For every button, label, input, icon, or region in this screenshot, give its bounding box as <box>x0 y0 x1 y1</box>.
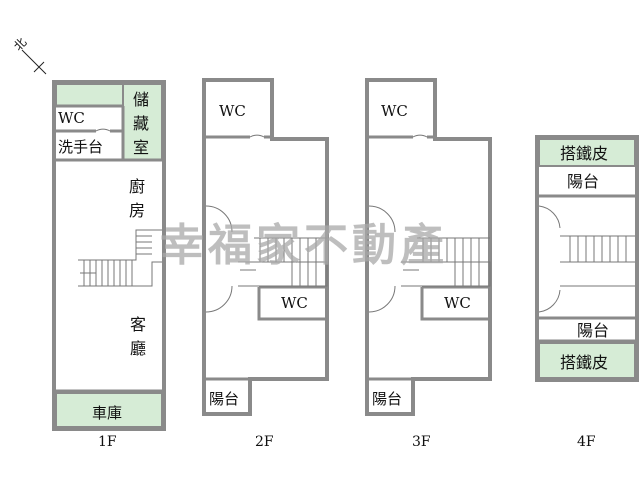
floor-2f: WC WC 陽台 2F <box>202 78 329 450</box>
kitchen-char-1: 廚 <box>129 177 145 196</box>
living-char-1: 客 <box>130 315 146 334</box>
kitchen-char-2: 房 <box>129 201 145 220</box>
floor-label-3f: 3F <box>412 434 431 450</box>
wc-top-2f: WC <box>219 102 246 120</box>
balcony-2f: 陽台 <box>209 390 239 408</box>
north-label: 北 <box>11 35 29 53</box>
outline-1f <box>52 80 166 431</box>
balcony-3f: 陽台 <box>372 390 402 408</box>
floor-3f: WC WC 陽台 3F <box>365 78 492 450</box>
stairs-1f <box>78 229 162 287</box>
storage-char-2: 藏 <box>133 114 149 133</box>
living-char-2: 廳 <box>130 339 146 358</box>
balcony-mid-4f: 陽台 <box>577 321 609 340</box>
north-arrow: 北 <box>11 35 47 75</box>
floor-label-4f: 4F <box>577 434 596 450</box>
wc-mid-3f: WC <box>444 294 471 312</box>
floor-4f: 搭鐵皮 陽台 陽台 搭鐵皮 4F <box>535 135 639 450</box>
floor-1f: WC 洗手台 儲 藏 室 廚 房 客 廳 車庫 1F <box>52 80 166 450</box>
outline-3f <box>365 78 492 416</box>
watermark: 幸福家不動產 <box>160 220 448 271</box>
outline-4f <box>535 135 639 382</box>
wc-mid-2f: WC <box>281 294 308 312</box>
shed-bottom-label: 搭鐵皮 <box>560 353 608 372</box>
shed-top-label: 搭鐵皮 <box>560 144 608 163</box>
storage-char-1: 儲 <box>133 90 149 109</box>
sink-1f: 洗手台 <box>58 138 103 156</box>
floor-label-2f: 2F <box>255 434 274 450</box>
storage-char-3: 室 <box>133 138 149 157</box>
stairs-2f <box>238 237 328 287</box>
stairs-4f <box>560 235 635 287</box>
wc-top-3f: WC <box>381 102 408 120</box>
storage-room <box>122 83 163 161</box>
balcony-top-4f: 陽台 <box>567 172 599 191</box>
garage-label: 車庫 <box>92 404 122 422</box>
outline-2f <box>202 78 329 416</box>
floor-label-1f: 1F <box>98 434 117 450</box>
stairs-3f <box>401 237 491 287</box>
wc-1f: WC <box>58 109 85 127</box>
